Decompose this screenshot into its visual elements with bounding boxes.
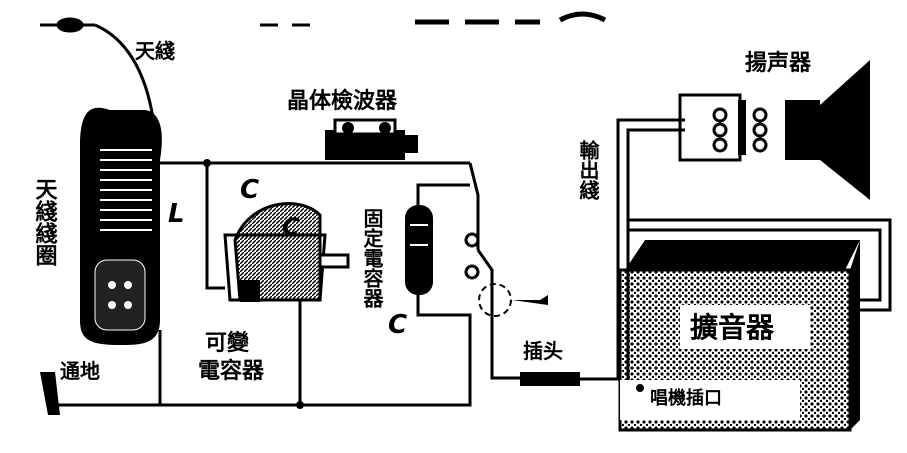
terminal-bottom <box>464 264 480 280</box>
ground-symbol <box>40 372 70 415</box>
ground-label: 通地 <box>60 359 100 383</box>
plug-label: 插头 <box>523 339 563 363</box>
variable-capacitor-label: 可變電容器 <box>198 330 265 384</box>
crystal-detector-label: 晶体檢波器 <box>287 88 398 114</box>
phono-jack-label: 唱機插口 <box>650 387 722 409</box>
junction-dot <box>296 401 304 409</box>
speaker <box>678 60 870 200</box>
amplifier-label: 擴音器 <box>690 311 775 344</box>
speaker-label: 揚声器 <box>745 50 812 76</box>
antenna-coil-label: 天綫綫圈 <box>32 178 58 266</box>
antenna-label: 天綫 <box>135 39 175 63</box>
symbol-L: L <box>168 199 185 229</box>
plug-cord <box>478 283 625 386</box>
amplifier-box <box>618 240 860 432</box>
symbol-C-variable: C <box>240 175 259 205</box>
symbol-C-fixed: C <box>388 310 407 340</box>
terminal-top <box>464 232 480 248</box>
fixed-capacitor <box>405 205 433 295</box>
variable-capacitor <box>223 202 350 302</box>
antenna-coil <box>80 107 162 345</box>
junction-dot <box>203 159 211 167</box>
output-line <box>616 118 892 380</box>
output-line-label: 輸出綫 <box>576 139 600 200</box>
crystal-detector <box>325 118 418 160</box>
symbol-C-variable-2: C <box>282 213 300 241</box>
antenna-wire <box>40 11 607 136</box>
fixed-capacitor-label: 固定電容器 <box>360 208 384 309</box>
